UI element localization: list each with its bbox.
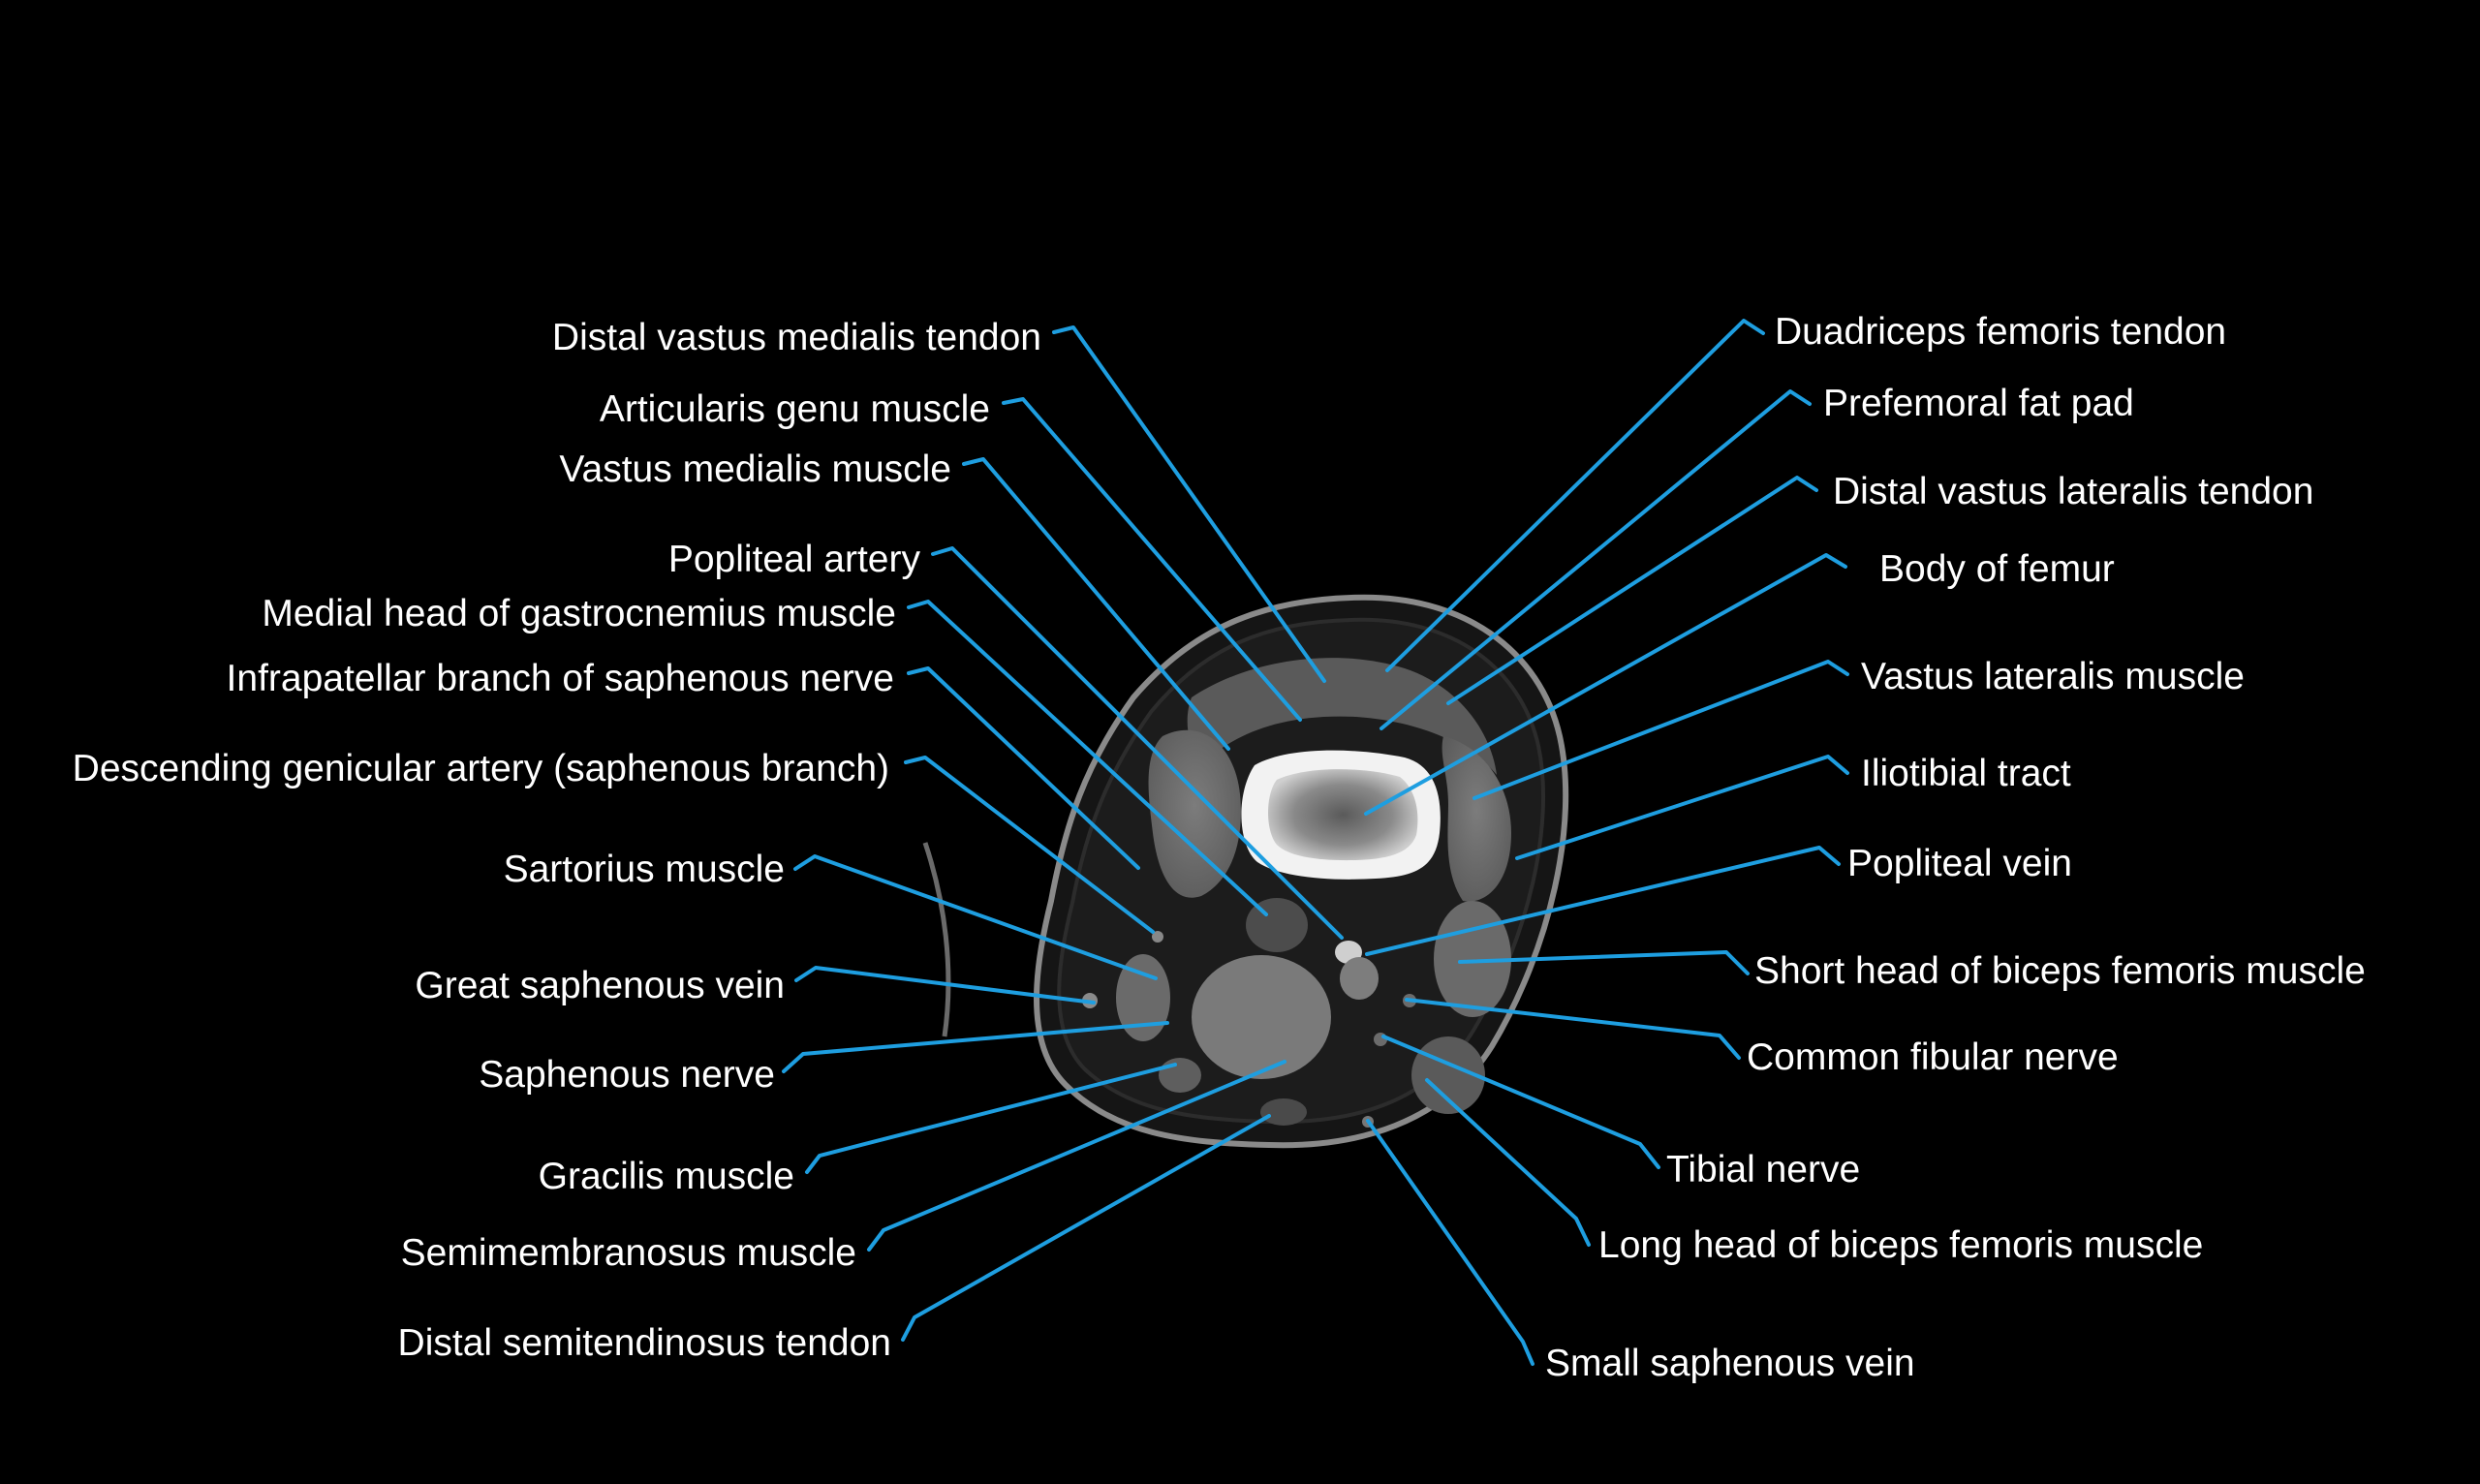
label-duadriceps-femoris-tendon: Duadriceps femoris tendon <box>1775 311 2226 353</box>
leader-distal-semitendinosus-tendon <box>901 1114 1271 1342</box>
leader-saphenous-nerve <box>782 1021 1169 1073</box>
label-vastus-lateralis-muscle: Vastus lateralis muscle <box>1861 656 2245 697</box>
femur-marrow <box>1268 769 1418 861</box>
label-vastus-medialis-muscle: Vastus medialis muscle <box>559 448 951 490</box>
label-infrapatellar-branch-of-saphenous-nerve: Infrapatellar branch of saphenous nerve <box>227 658 894 699</box>
leader-infrapatellar-branch-of-saphenous-nerve <box>907 666 1140 870</box>
label-popliteal-artery: Popliteal artery <box>668 539 921 580</box>
sartorius-region <box>1116 954 1170 1041</box>
label-tibial-nerve: Tibial nerve <box>1666 1149 1860 1190</box>
popliteal-vein-region <box>1340 957 1379 1000</box>
label-body-of-femur: Body of femur <box>1879 548 2115 590</box>
leader-lines <box>782 319 1849 1366</box>
leader-gracilis-muscle <box>805 1063 1177 1174</box>
leader-great-saphenous-vein <box>794 966 1096 1005</box>
leader-body-of-femur <box>1364 553 1847 816</box>
label-articularis-genu-muscle: Articularis genu muscle <box>600 388 990 430</box>
leader-duadriceps-femoris-tendon <box>1385 319 1765 672</box>
label-sartorius-muscle: Sartorius muscle <box>504 849 785 890</box>
leader-short-head-of-biceps-femoris-muscle <box>1458 950 1750 975</box>
leader-semimembranosus-muscle <box>867 1060 1286 1252</box>
label-great-saphenous-vein: Great saphenous vein <box>415 965 785 1006</box>
label-saphenous-nerve: Saphenous nerve <box>479 1054 775 1096</box>
leader-vastus-medialis-muscle <box>962 457 1230 751</box>
label-popliteal-vein: Popliteal vein <box>1847 843 2072 884</box>
leader-descending-genicular-artery <box>904 756 1155 934</box>
labels-right: Duadriceps femoris tendon Prefemoral fat… <box>1545 311 2366 1384</box>
leader-long-head-of-biceps-femoris-muscle <box>1425 1078 1591 1247</box>
semimembranosus-region <box>1192 955 1331 1079</box>
leader-distal-vastus-medialis-tendon <box>1052 325 1326 683</box>
leader-small-saphenous-vein <box>1366 1119 1534 1366</box>
label-semimembranosus-muscle: Semimembranosus muscle <box>401 1232 856 1274</box>
tibial-nerve-region <box>1374 1033 1387 1046</box>
leader-tibial-nerve <box>1381 1035 1660 1169</box>
outer-skin-fold <box>922 842 951 1037</box>
label-descending-genicular-artery: Descending genicular artery (saphenous b… <box>73 748 889 789</box>
ct-cross-section <box>922 594 1569 1149</box>
label-medial-head-of-gastrocnemius-muscle: Medial head of gastrocnemius muscle <box>262 593 896 634</box>
leader-articularis-genu-muscle <box>1002 397 1302 722</box>
label-small-saphenous-vein: Small saphenous vein <box>1545 1343 1915 1384</box>
label-distal-semitendinosus-tendon: Distal semitendinosus tendon <box>398 1322 891 1364</box>
gracilis-region <box>1159 1058 1201 1093</box>
leader-sartorius-muscle <box>793 854 1158 980</box>
vastus-medialis-region <box>1148 729 1241 898</box>
labels-left: Distal vastus medialis tendon Articulari… <box>73 317 1041 1364</box>
vastus-lateralis-region <box>1442 736 1511 902</box>
label-prefemoral-fat-pad: Prefemoral fat pad <box>1823 383 2134 424</box>
anterior-muscle <box>1187 658 1497 775</box>
label-iliotibial-tract: Iliotibial tract <box>1861 753 2071 794</box>
label-distal-vastus-lateralis-tendon: Distal vastus lateralis tendon <box>1833 471 2313 512</box>
leader-popliteal-artery <box>931 546 1344 940</box>
label-long-head-of-biceps-femoris-muscle: Long head of biceps femoris muscle <box>1598 1224 2203 1266</box>
label-short-head-of-biceps-femoris-muscle: Short head of biceps femoris muscle <box>1754 950 2366 992</box>
label-distal-vastus-medialis-tendon: Distal vastus medialis tendon <box>552 317 1041 358</box>
leader-common-fibular-nerve <box>1405 998 1741 1060</box>
leader-distal-vastus-lateralis-tendon <box>1446 476 1818 705</box>
descending-genicular-region <box>1152 931 1163 943</box>
leader-medial-head-of-gastrocnemius-muscle <box>907 600 1268 916</box>
leader-prefemoral-fat-pad <box>1380 389 1812 730</box>
leader-iliotibial-tract <box>1515 755 1849 860</box>
label-gracilis-muscle: Gracilis muscle <box>539 1156 794 1197</box>
leader-vastus-lateralis-muscle <box>1472 660 1849 800</box>
label-common-fibular-nerve: Common fibular nerve <box>1747 1036 2119 1078</box>
short-head-biceps-region <box>1434 901 1511 1017</box>
distal-semitendinosus-region <box>1260 1098 1307 1126</box>
leader-popliteal-vein <box>1365 846 1841 956</box>
